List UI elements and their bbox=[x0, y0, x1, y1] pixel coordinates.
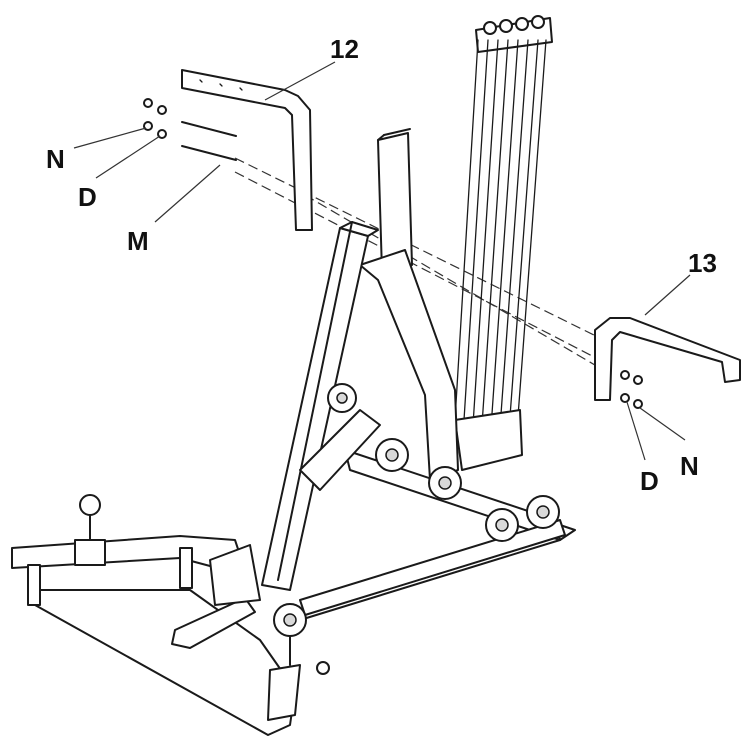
nut-lower-right bbox=[633, 399, 643, 409]
washer-upper bbox=[157, 105, 167, 115]
part-13-handle bbox=[594, 317, 741, 401]
callout-13: 13 bbox=[688, 248, 717, 278]
front-foot bbox=[171, 544, 330, 721]
callout-12: 12 bbox=[330, 34, 359, 64]
callout-m-left: M bbox=[127, 226, 149, 256]
part-12-handle bbox=[181, 69, 313, 231]
washer-upper-right bbox=[620, 370, 630, 380]
callout-n-left: N bbox=[46, 144, 65, 174]
center-upright bbox=[359, 128, 459, 481]
bolt-lower bbox=[181, 145, 237, 161]
left-hardware bbox=[143, 98, 237, 161]
bench-backrest bbox=[261, 221, 379, 591]
leader-lines bbox=[73, 61, 691, 461]
nut-upper bbox=[143, 98, 153, 108]
right-hardware bbox=[620, 370, 643, 409]
bolt-upper bbox=[181, 121, 237, 137]
callout-labels: 12 N D M 13 D N bbox=[46, 34, 717, 496]
callout-d-left: D bbox=[78, 182, 97, 212]
callout-d-right: D bbox=[640, 466, 659, 496]
weight-stack-rods bbox=[454, 15, 553, 471]
pulley-arm bbox=[299, 383, 560, 542]
nut-upper-right bbox=[633, 375, 643, 385]
callout-n-right: N bbox=[680, 451, 699, 481]
front-left-bar bbox=[11, 494, 241, 606]
washer-lower-right bbox=[620, 393, 630, 403]
